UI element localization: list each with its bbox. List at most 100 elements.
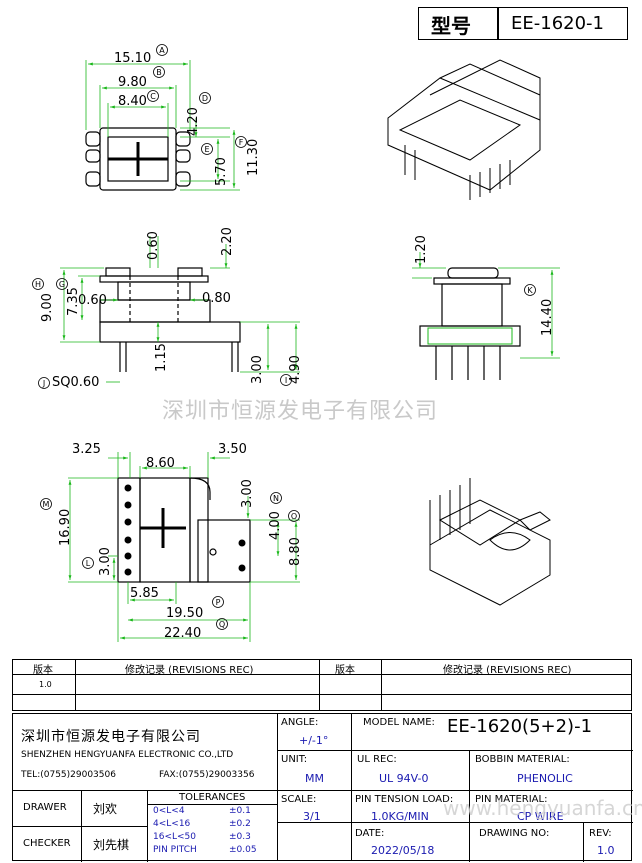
- dim-Q: 22.40: [164, 626, 202, 641]
- company-watermark: 深圳市恒源发电子有限公司: [162, 399, 439, 424]
- svg-text:C: C: [150, 92, 156, 101]
- dim-bottom-d1: 3.25: [72, 442, 101, 457]
- svg-text:M: M: [43, 500, 50, 509]
- svg-text:H: H: [35, 280, 41, 289]
- pin-tension-label: PIN TENSION LOAD:: [355, 794, 454, 805]
- dim-front-top-height: 2.20: [220, 227, 235, 256]
- site-watermark: www.hengyuanfa.cn: [443, 796, 642, 820]
- model-name-label: MODEL NAME:: [363, 717, 435, 728]
- dim-front-left-gap: 0.60: [78, 293, 107, 308]
- svg-text:F: F: [239, 138, 244, 147]
- dim-H: 9.00: [40, 293, 55, 322]
- isometric-top: [387, 59, 541, 200]
- dim-E: 5.70: [214, 157, 229, 186]
- tolerance-range-2: 4<L<16: [153, 819, 191, 829]
- revision-col-record-1: 修改记录 (REVISIONS REC): [125, 665, 254, 676]
- date-label: DATE:: [355, 828, 385, 839]
- dim-F: 11.30: [246, 138, 261, 176]
- dim-I-inner: 3.00: [250, 355, 265, 384]
- bobbin-material-label: BOBBIN MATERIAL:: [475, 754, 570, 765]
- pin-material-value: CP WIRE: [517, 810, 564, 823]
- dim-P: 19.50: [166, 606, 204, 621]
- pin-material-label: PIN MATERIAL:: [475, 794, 548, 805]
- dim-C: 8.40: [118, 94, 147, 109]
- svg-text:Q: Q: [219, 620, 225, 629]
- dim-M: 16.90: [58, 508, 73, 546]
- dim-side-top: 1.20: [414, 235, 429, 264]
- svg-text:J: J: [42, 379, 45, 388]
- tolerance-value-1: ±0.1: [229, 806, 251, 816]
- dim-L: 3.00: [98, 547, 113, 576]
- ul-rec-value: UL 94V-0: [379, 772, 429, 785]
- title-block: 深圳市恒源发电子有限公司 SHENZHEN HENGYUANFA ELECTRO…: [12, 713, 642, 862]
- side-view: [419, 267, 521, 380]
- angle-label: ANGLE:: [281, 717, 319, 728]
- rev-label: REV:: [589, 828, 612, 839]
- tolerance-range-4: PIN PITCH: [153, 845, 197, 855]
- dim-O: 8.80: [288, 537, 303, 566]
- tolerances-label: TOLERANCES: [179, 792, 246, 803]
- company-tel: TEL:(0755)29003506: [21, 770, 116, 780]
- model-name-value: EE-1620(5+2)-1: [447, 716, 593, 737]
- company-fax: FAX:(0755)29003356: [159, 770, 255, 780]
- tolerance-range-1: 0<L<4: [153, 806, 185, 816]
- revision-row1-version: 1.0: [39, 680, 52, 689]
- dim-front-right-gap: 0.80: [202, 291, 231, 306]
- dim-I: 4.90: [288, 355, 303, 384]
- svg-text:E: E: [204, 145, 209, 154]
- angle-value: +/-1°: [299, 734, 329, 747]
- dim-bottom-d2: 8.60: [146, 456, 175, 471]
- ul-rec-label: UL REC:: [357, 754, 397, 765]
- model-label: 型号: [431, 14, 471, 38]
- dim-D: 4.20: [186, 107, 201, 136]
- dim-O-inner: 4.00: [268, 511, 283, 540]
- svg-text:A: A: [159, 46, 165, 55]
- rev-value: 1.0: [597, 844, 615, 857]
- unit-label: UNIT:: [281, 754, 308, 765]
- model-header: 型号 EE-1620-1: [418, 7, 628, 40]
- svg-text:B: B: [156, 68, 162, 77]
- svg-text:P: P: [216, 598, 221, 607]
- pin-tension-value: 1.0KG/MIN: [371, 810, 429, 823]
- svg-text:N: N: [273, 494, 279, 503]
- tolerance-value-4: ±0.05: [229, 845, 257, 855]
- svg-text:D: D: [202, 94, 208, 103]
- dim-bottom-d3: 3.50: [218, 442, 247, 457]
- dim-P-inner: 5.85: [130, 586, 159, 601]
- revision-table: 版本 修改记录 (REVISIONS REC) 版本 修改记录 (REVISIO…: [12, 659, 632, 711]
- svg-text:O: O: [291, 512, 297, 521]
- drawer-label: DRAWER: [23, 802, 67, 813]
- revision-col-version-2: 版本: [335, 665, 355, 676]
- tolerance-range-3: 16<L<50: [153, 832, 197, 842]
- revision-col-record-2: 修改记录 (REVISIONS REC): [443, 665, 572, 676]
- company-name-cn: 深圳市恒源发电子有限公司: [21, 729, 201, 745]
- dim-N: 3.00: [240, 479, 255, 508]
- svg-text:G: G: [59, 280, 65, 289]
- top-view: [85, 127, 191, 191]
- checker-label: CHECKER: [23, 838, 71, 849]
- dim-K: 14.40: [540, 298, 555, 336]
- dim-B: 9.80: [118, 75, 147, 90]
- company-name-en: SHENZHEN HENGYUANFA ELECTRONIC CO.,LTD: [21, 750, 234, 760]
- model-value: EE-1620-1: [511, 13, 604, 34]
- dim-front-pin-len: 1.15: [154, 343, 169, 372]
- isometric-bottom: [429, 478, 551, 606]
- bobbin-material-value: PHENOLIC: [517, 772, 573, 785]
- tolerance-value-2: ±0.2: [229, 819, 251, 829]
- dim-front-top-slot: 0.60: [146, 231, 161, 260]
- dim-J: SQ0.60: [52, 375, 100, 390]
- bottom-view: [117, 477, 251, 583]
- svg-text:L: L: [86, 559, 91, 568]
- checker-name: 刘先棋: [93, 838, 130, 852]
- scale-value: 3/1: [303, 810, 321, 823]
- date-value: 2022/05/18: [371, 844, 435, 857]
- svg-text:K: K: [527, 286, 533, 295]
- drawer-name: 刘欢: [93, 802, 118, 816]
- drawing-no-label: DRAWING NO:: [479, 828, 550, 839]
- dim-A: 15.10: [114, 51, 152, 66]
- svg-text:I: I: [285, 376, 287, 385]
- front-view: [99, 267, 241, 372]
- revision-col-version-1: 版本: [33, 665, 53, 676]
- scale-label: SCALE:: [281, 794, 317, 805]
